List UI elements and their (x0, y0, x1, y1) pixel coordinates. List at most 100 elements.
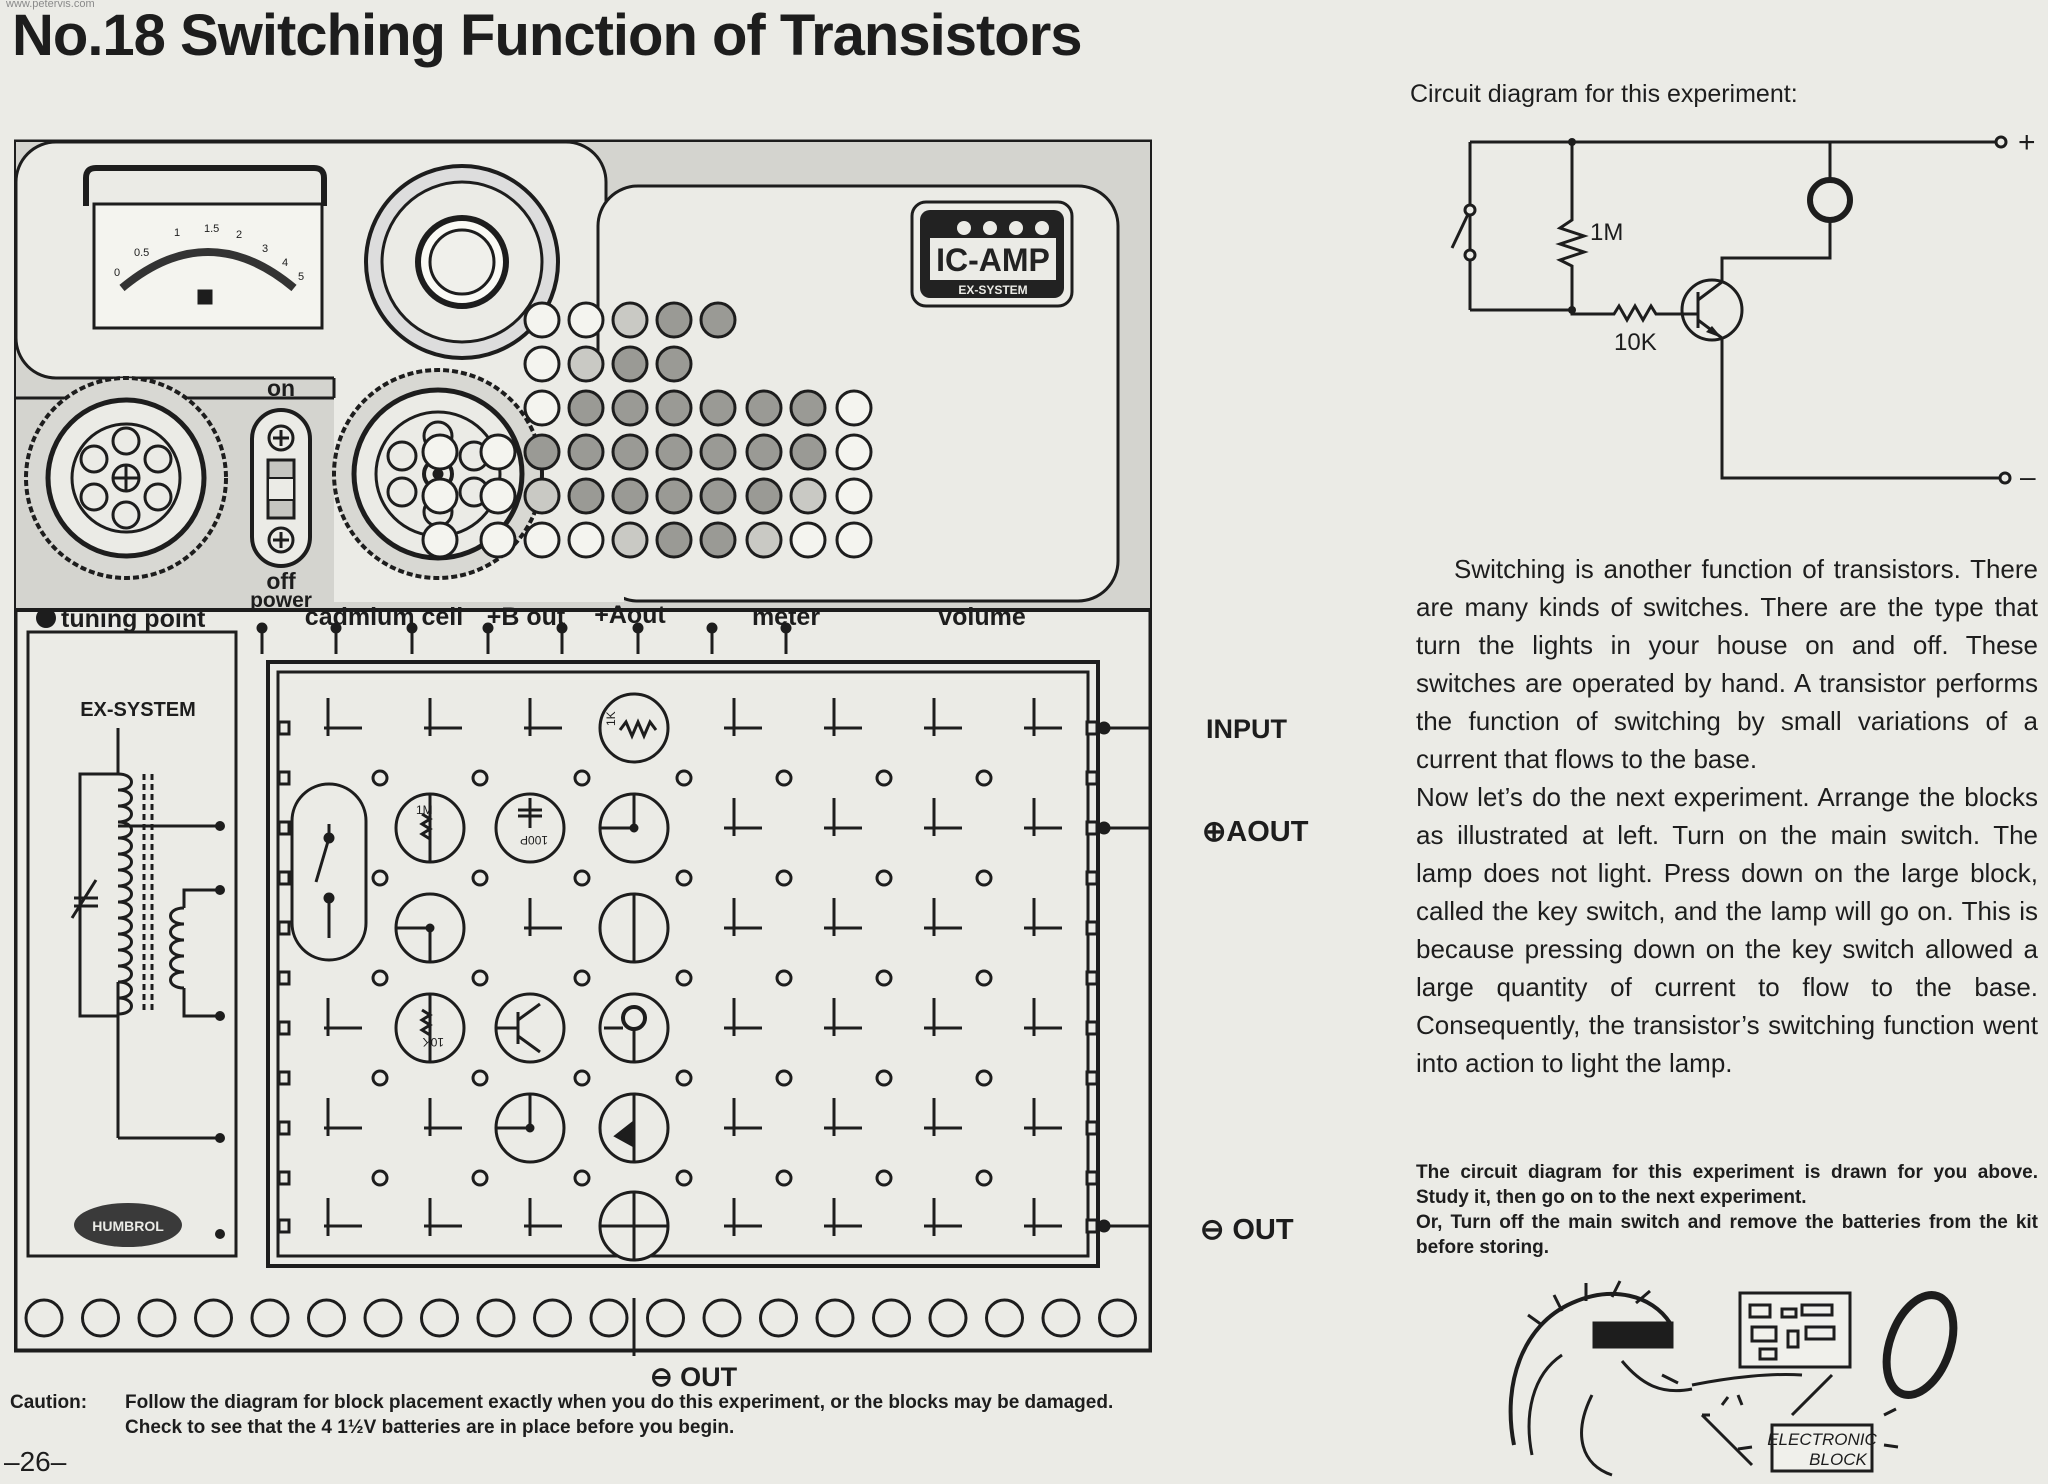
bottom-hole (250, 1298, 290, 1338)
transistor-symbol (1680, 278, 1744, 342)
edge-clip (277, 770, 291, 786)
junction-hole (975, 969, 993, 987)
edge-clip (1085, 1170, 1099, 1186)
humbrol-badge (74, 1203, 182, 1247)
junction-hole (675, 1169, 693, 1187)
socket-hole (745, 477, 783, 515)
junction-hole (975, 1169, 993, 1187)
terminal-label-out-right: ⊖ OUT (1200, 1214, 1294, 1246)
socket-hole (421, 521, 459, 559)
bottom-hole (815, 1298, 855, 1338)
socket-hole (699, 433, 737, 471)
tuning-knob (24, 376, 228, 580)
switch-power-label: power (250, 589, 312, 612)
socket-hole (699, 521, 737, 559)
block-resistor-1k: 1K (598, 692, 670, 764)
edge-clip (1085, 870, 1099, 886)
bottom-hole (81, 1298, 120, 1338)
bottom-hole (872, 1298, 911, 1338)
socket-hole (567, 345, 605, 383)
transformer-schematic (70, 728, 220, 1140)
block-label: 1M (416, 803, 433, 817)
terminal-label-volume: volume (938, 603, 1026, 631)
bottom-hole (589, 1298, 629, 1338)
bottom-hole (1098, 1298, 1137, 1338)
socket-hole (789, 521, 827, 559)
socket-hole (523, 389, 561, 427)
socket-hole (567, 521, 605, 559)
bottom-hole (985, 1298, 1024, 1338)
junction-hole (975, 769, 993, 787)
socket-hole (655, 301, 693, 339)
meter-tick: 1 (174, 227, 180, 239)
block-wire (598, 792, 670, 864)
block-transistor (494, 992, 566, 1064)
edge-clip (1085, 920, 1099, 936)
meter-tick: 2 (236, 229, 242, 241)
edge-clip (1085, 820, 1099, 836)
socket-hole (699, 301, 737, 339)
terminal-label-cadmium: cadmium cell (305, 603, 463, 631)
terminal-pin-head (330, 622, 342, 634)
junction-hole (775, 769, 793, 787)
terminal-label-aout: +Aout (594, 601, 666, 629)
bottom-hole (137, 1298, 177, 1338)
lamp-symbol (1807, 177, 1853, 223)
socket-hole (523, 521, 561, 559)
bottom-hole (194, 1298, 233, 1338)
speaker (364, 164, 560, 360)
ic-amp-block: IC-AMP EX-SYSTEM (910, 200, 1074, 308)
junction-hole (471, 869, 489, 887)
junction-hole (573, 769, 591, 787)
junction-hole (875, 969, 893, 987)
socket-hole (655, 345, 693, 383)
socket-hole (611, 477, 649, 515)
panel-label: EX-SYSTEM (80, 699, 196, 721)
junction-hole (875, 869, 893, 887)
junction-hole (775, 1169, 793, 1187)
junction-hole (775, 969, 793, 987)
resistor-10k (1570, 302, 1670, 324)
meter-tick: 5 (298, 271, 304, 283)
socket-hole (421, 477, 459, 515)
page-title: No.18 Switching Function of Transistors (12, 3, 1083, 68)
meter-tick: 4 (282, 257, 288, 269)
terminal-pin-head (780, 622, 792, 634)
edge-clip (1085, 720, 1099, 736)
junction-hole (775, 869, 793, 887)
junction-hole (371, 1169, 389, 1187)
edge-clip (1085, 1020, 1099, 1036)
meter (83, 165, 327, 330)
terminal-label-bout: +B out (487, 603, 566, 631)
block-label: 10K (423, 1035, 444, 1049)
meter-scale: 0 0.5 1 1.5 2 3 4 5 (114, 223, 304, 283)
switch-off-label: off (266, 568, 296, 594)
socket-hole (655, 389, 693, 427)
block-wire (394, 892, 466, 964)
edge-clip (277, 920, 291, 936)
terminal-pin-head (556, 622, 568, 634)
junction-hole (875, 769, 893, 787)
hole-grid (421, 301, 873, 559)
socket-hole (479, 521, 517, 559)
junction-hole (573, 1169, 591, 1187)
switch-symbol (1450, 209, 1472, 249)
socket-hole (567, 433, 605, 471)
switch-on-label: on (267, 375, 295, 401)
meter-tick: 0.5 (134, 247, 149, 259)
bottom-hole (420, 1298, 459, 1338)
meter-tick: 1.5 (204, 223, 219, 235)
socket-hole (611, 521, 649, 559)
block-wire (598, 892, 670, 964)
block-capacitor-100p: 100P (494, 792, 566, 864)
junction-hole (471, 1169, 489, 1187)
power-switch (250, 408, 312, 568)
circuit-plus: + (2018, 126, 2036, 159)
bottom-hole (702, 1298, 742, 1338)
socket-hole (835, 433, 873, 471)
paragraph: Switching is another function of transis… (1416, 554, 2038, 774)
socket-hole (421, 433, 459, 471)
edge-clip (277, 720, 291, 736)
block-resistor-1m: 1M (394, 792, 466, 864)
junction-hole (471, 1069, 489, 1087)
